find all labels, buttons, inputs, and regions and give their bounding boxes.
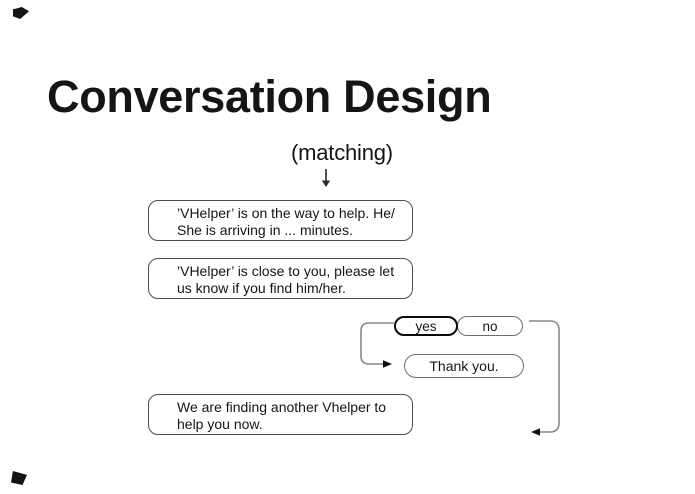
message-line: ’VHelper’ is on the way to help. He/: [177, 205, 395, 221]
connector-yes-to-thanks: [360, 322, 394, 365]
yes-button: yes: [394, 316, 458, 336]
page-title: Conversation Design: [47, 71, 492, 122]
message-bubble-finding: We are finding another Vhelper to help y…: [148, 394, 413, 435]
message-line: We are finding another Vhelper to: [177, 399, 387, 415]
thank-you-bubble: Thank you.: [404, 354, 524, 378]
left-arrowhead-icon: [531, 428, 540, 436]
matching-label: (matching): [291, 140, 393, 165]
message-line: us know if you find him/her.: [177, 280, 346, 296]
connector-no-to-loop: [529, 320, 560, 433]
no-button: no: [457, 316, 523, 336]
message-line: help you now.: [177, 416, 263, 432]
message-bubble-arriving: ’VHelper’ is on the way to help. He/ She…: [148, 200, 413, 241]
message-bubble-close: ’VHelper’ is close to you, please let us…: [148, 258, 413, 299]
message-line: She is arriving in ... minutes.: [177, 222, 353, 238]
right-arrowhead-icon: [383, 360, 392, 368]
ink-mark-top-left: [13, 7, 29, 19]
down-arrow-icon: [321, 180, 331, 187]
ink-mark-bottom-left: [11, 471, 27, 485]
message-line: ’VHelper’ is close to you, please let: [177, 263, 395, 279]
